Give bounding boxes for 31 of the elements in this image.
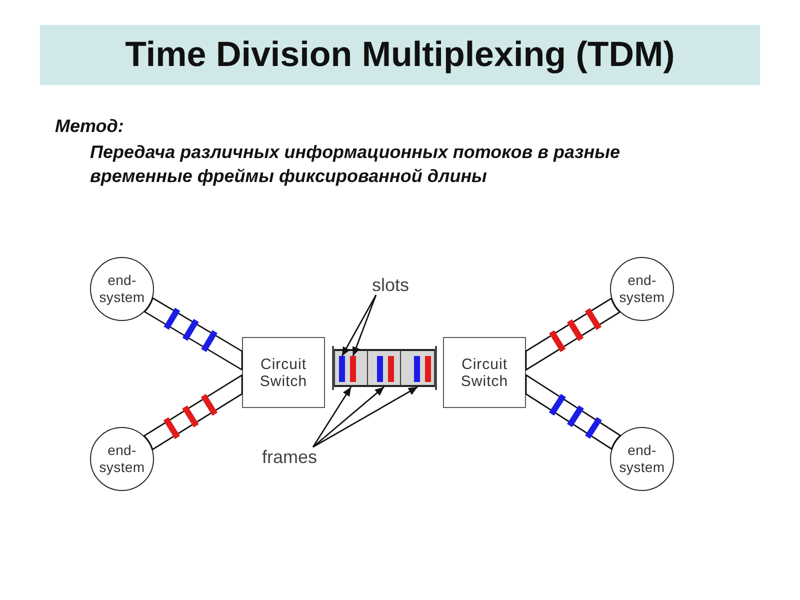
note-text: Передача различных информационных потоков в разные временные фреймы фиксированной длины [90,141,621,188]
slot-bar [377,356,383,382]
note-text: Метод: [55,115,124,138]
process-box [242,337,325,408]
slot-bar [425,356,431,382]
frame-box [334,349,368,387]
node-label: end- system [98,272,146,306]
frame-box [367,349,401,387]
process-box [443,337,526,408]
node-label: Circuit Switch [258,356,308,390]
leader-arrow [341,294,377,356]
title-text: Time Division Multiplexing (TDM) [125,34,675,76]
frame-box [400,349,435,387]
link-line [525,374,621,450]
slot-bar [388,356,394,382]
leader-arrow [312,386,352,448]
link-line [143,374,243,450]
leader-arrow [312,386,418,448]
slot-bar [350,356,356,382]
annotation-label: slots [372,275,410,295]
node-label: end- system [98,442,146,476]
link-line [525,298,620,371]
annotation-label: frames [262,447,318,467]
node-label: end- system [618,272,666,306]
node-label: end- system [618,442,666,476]
leader-arrow [352,294,377,356]
leader-arrow [312,386,384,448]
slot-bar [414,356,420,382]
link-line [144,297,243,370]
node-label: Circuit Switch [460,356,510,390]
slot-bar [339,356,345,382]
